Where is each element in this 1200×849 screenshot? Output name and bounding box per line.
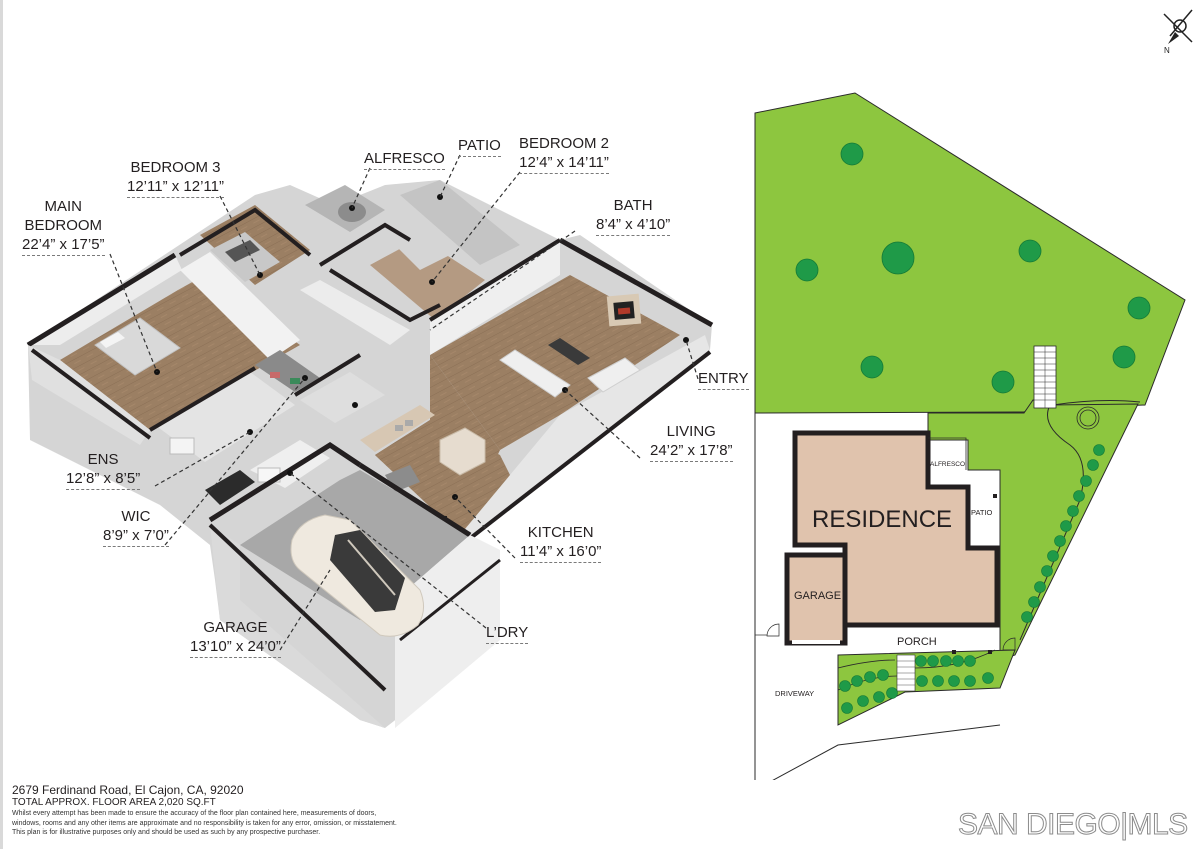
- floor-plan-3d: [26, 154, 714, 728]
- label-site-patio: PATIO: [971, 508, 993, 517]
- coffee-table-icon: [548, 338, 590, 365]
- label-site-alfresco: ALFRESCO: [930, 461, 965, 468]
- left-border: [0, 0, 3, 849]
- label-site-porch: PORCH: [897, 636, 937, 648]
- car-icon: [290, 514, 424, 637]
- label-alfresco: ALFRESCO: [364, 149, 445, 170]
- disclaimer-line-2: windows, rooms and any other items are a…: [12, 819, 397, 827]
- label-bedroom-2: BEDROOM 2 12’4” x 14’11”: [519, 134, 610, 174]
- north-label: N: [1164, 46, 1170, 54]
- room-bath: [300, 372, 385, 423]
- label-laundry: L’DRY: [486, 623, 529, 644]
- trees-back: [795, 142, 1151, 394]
- sofa-icon: [499, 349, 571, 398]
- area-patio: [400, 180, 520, 265]
- sofa-icon: [587, 357, 641, 393]
- label-main-bedroom: MAIN BEDROOM 22’4” x 17’5”: [22, 197, 105, 256]
- property-address: 2679 Ferdinand Road, El Cajon, CA, 92020: [12, 783, 244, 797]
- disclaimer-line-3: This plan is for illustrative purposes o…: [12, 829, 321, 836]
- label-kitchen: KITCHEN 11’4” x 16’0”: [520, 523, 602, 563]
- property-floor-area: TOTAL APPROX. FLOOR AREA 2,020 SQ.FT: [12, 797, 216, 808]
- leader-lines: [109, 154, 699, 651]
- room-wic: [255, 350, 320, 392]
- trees-side-row: [1021, 444, 1105, 623]
- label-ensuite: ENS 12’8” x 8’5”: [66, 450, 141, 490]
- stairs-icon: [1033, 345, 1057, 409]
- label-bedroom-3: BEDROOM 3 12’11” x 12’11”: [127, 158, 225, 198]
- label-site-garage: GARAGE: [794, 590, 841, 602]
- label-patio: PATIO: [458, 136, 501, 157]
- site-plan: RESIDENCE GARAGE ALFRESCO PATIO PORCH DR…: [754, 92, 1186, 780]
- disclaimer-line-1: Whilst every attempt has been made to en…: [12, 810, 377, 817]
- lawn-front: [837, 649, 1016, 726]
- label-garage: GARAGE 13’10” x 24’0”: [190, 618, 281, 658]
- label-wic: WIC 8’9” x 7’0”: [103, 507, 169, 547]
- label-living: LIVING 24’2” x 17’8”: [650, 422, 733, 462]
- north-arrow-icon: N: [1163, 9, 1193, 54]
- trees-front: [839, 655, 994, 714]
- bed-icon: [94, 317, 181, 376]
- label-entry: ENTRY: [698, 369, 749, 390]
- label-residence: RESIDENCE: [812, 506, 952, 533]
- san-diego-mls-logo: SAN DIEGO|MLS: [958, 808, 1189, 842]
- label-site-driveway: DRIVEWAY: [775, 689, 814, 698]
- garage-footprint: [784, 552, 848, 646]
- property-footer: 2679 Ferdinand Road, El Cajon, CA, 92020…: [12, 783, 532, 838]
- label-bath: BATH 8’4” x 4’10”: [596, 196, 671, 236]
- kitchen-island: [439, 427, 486, 476]
- room-bedroom-2: [370, 238, 485, 320]
